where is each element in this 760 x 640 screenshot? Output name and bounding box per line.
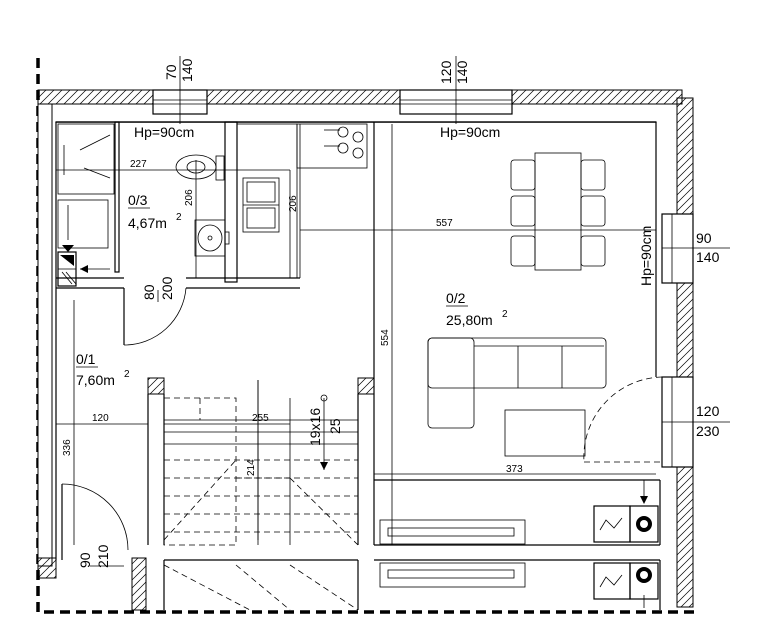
dim-554: 554	[380, 329, 391, 346]
win-top-left-w: 70	[163, 64, 179, 80]
win-right-h: 140	[696, 249, 720, 265]
dim-120: 120	[92, 413, 109, 424]
win-top-right-h: 140	[454, 60, 470, 84]
dim-373: 373	[506, 464, 523, 475]
sill-left: Hp=90cm	[134, 124, 194, 140]
room-id-0-1: 0/1	[76, 351, 96, 367]
cooktop-icon	[324, 126, 364, 159]
door-entry-w: 90	[77, 552, 93, 568]
exterior-walls	[37, 89, 694, 611]
interior-walls	[55, 121, 661, 610]
door-right-w: 120	[696, 403, 720, 419]
room-area-0-1: 7,60m	[76, 372, 115, 388]
bathroom-door	[123, 287, 187, 346]
dim-557: 557	[436, 218, 453, 229]
shower	[57, 123, 115, 195]
dim-214: 214	[246, 459, 257, 476]
dimension-lines	[56, 124, 656, 567]
room-area-0-2: 25,80m	[446, 312, 493, 328]
dim-206-kitchen: 206	[288, 195, 299, 212]
win-top-right-w: 120	[438, 60, 454, 84]
window-right	[661, 213, 730, 284]
bottom-cabinets	[379, 519, 526, 588]
room-area-sup-0-3: 2	[176, 212, 182, 223]
washing-machine	[57, 199, 109, 252]
dining-table	[510, 152, 606, 271]
entry-door	[61, 483, 129, 560]
door-entry-h: 210	[95, 544, 111, 568]
window-top-right	[399, 56, 513, 124]
door-bath-h: 200	[159, 276, 175, 300]
room-area-sup-0-2: 2	[502, 309, 508, 320]
room-id-0-2: 0/2	[446, 290, 466, 306]
window-top-left	[152, 56, 208, 124]
door-right-h: 230	[696, 423, 720, 439]
heat-unit-lower	[593, 562, 659, 608]
win-right-w: 90	[696, 230, 712, 246]
sill-right: Hp=90cm	[638, 226, 654, 286]
stairs-width: 25	[327, 418, 343, 434]
heat-unit-upper	[593, 480, 659, 543]
toilet-icon	[175, 154, 225, 181]
dim-336: 336	[62, 439, 73, 456]
win-top-left-h: 140	[179, 58, 195, 82]
boiler-icon	[57, 251, 110, 287]
washbasin-icon	[194, 219, 230, 257]
sofa	[427, 337, 607, 457]
room-area-sup-0-1: 2	[124, 369, 130, 380]
door-right-terrace	[583, 376, 730, 468]
dim-227: 227	[130, 159, 147, 170]
dim-206-bath: 206	[184, 189, 195, 206]
dim-255: 255	[252, 413, 269, 424]
sill-mid: Hp=90cm	[440, 124, 500, 140]
door-bath-w: 80	[141, 284, 157, 300]
stairs-steps: 19x16	[307, 408, 323, 446]
room-id-0-3: 0/3	[128, 192, 148, 208]
kitchen-counter	[236, 123, 368, 279]
room-area-0-3: 4,67m	[128, 215, 167, 231]
